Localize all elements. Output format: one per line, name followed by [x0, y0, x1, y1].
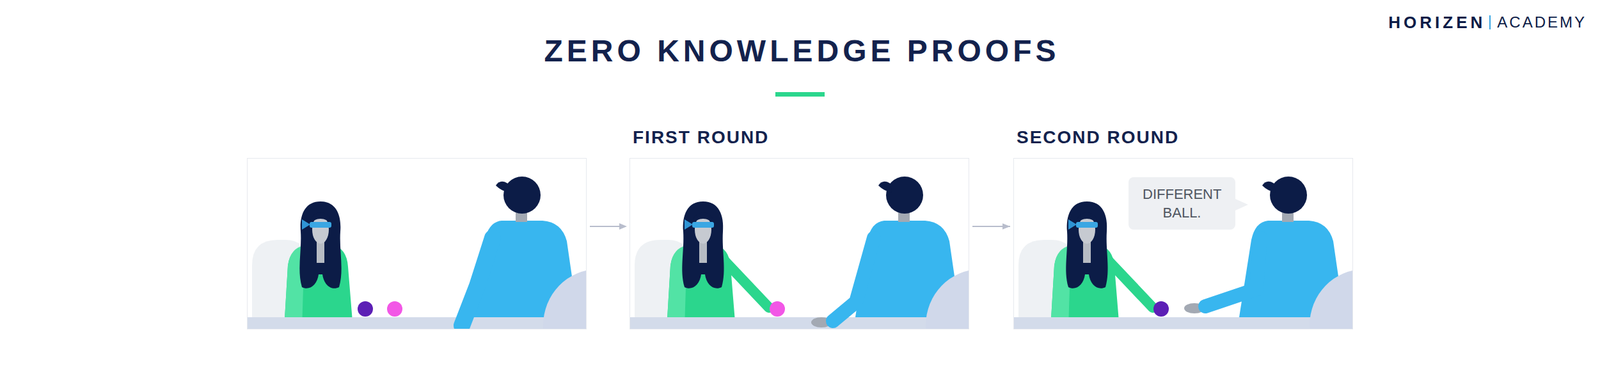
woman-arm [1108, 260, 1153, 308]
man-head [1269, 176, 1307, 214]
table [629, 317, 970, 330]
blindfold [692, 221, 714, 228]
speech-bubble: DIFFERENT BALL. [1128, 177, 1236, 230]
blindfold [309, 221, 332, 228]
man-hair [878, 181, 892, 193]
bubble-tail-shape [1235, 198, 1249, 211]
man-head [503, 176, 541, 214]
title-underline [775, 92, 825, 97]
logo-text: HORIZEN [1388, 12, 1486, 32]
logo-text: ACADEMY [1497, 12, 1587, 32]
title: ZERO KNOWLEDGE PROOFS [0, 31, 1600, 71]
arrow-head [619, 223, 627, 230]
chair [1018, 239, 1073, 330]
round-panel: SECOND ROUNDDIFFERENT BALL. [1013, 158, 1354, 330]
woman-arm [724, 260, 769, 308]
chair [1309, 269, 1354, 330]
ball [387, 301, 403, 317]
scene [629, 176, 1035, 378]
arrow-line [589, 225, 621, 228]
blindfold-knot [684, 219, 693, 230]
speech-text: DIFFERENT BALL. [1142, 184, 1222, 222]
bubble-tail [1235, 198, 1249, 211]
ball [357, 301, 373, 317]
blindfold [1076, 221, 1098, 228]
woman-hair [1065, 201, 1108, 289]
man-arm [832, 237, 874, 322]
scene-content [629, 176, 970, 330]
chair [925, 269, 970, 330]
chair [634, 239, 689, 330]
scene-content [1013, 176, 1354, 330]
blindfold-knot [1068, 219, 1077, 230]
scene [1013, 176, 1419, 378]
chair [543, 269, 587, 330]
panel-outline [247, 158, 587, 330]
scene [246, 158, 652, 378]
man-hair [495, 181, 510, 193]
ball [1153, 301, 1169, 317]
table [1013, 317, 1354, 330]
blindfold-knot [301, 219, 311, 230]
man-arm [1205, 237, 1261, 307]
logo-separator [1489, 15, 1491, 30]
round-panel: FIRST ROUND [629, 158, 970, 330]
woman-hair [299, 201, 341, 289]
woman-hair [681, 201, 724, 289]
round-heading: SECOND ROUND [1016, 126, 1353, 149]
scene-content [246, 176, 587, 330]
man-head [886, 176, 924, 214]
ball [769, 301, 785, 317]
logo: HORIZEN ACADEMY [1388, 12, 1587, 32]
round-heading: FIRST ROUND [632, 126, 969, 149]
chair [252, 239, 306, 330]
round-arrow [972, 225, 1011, 228]
man-hair [1262, 181, 1276, 193]
table [246, 317, 587, 330]
man-arm [461, 237, 493, 326]
